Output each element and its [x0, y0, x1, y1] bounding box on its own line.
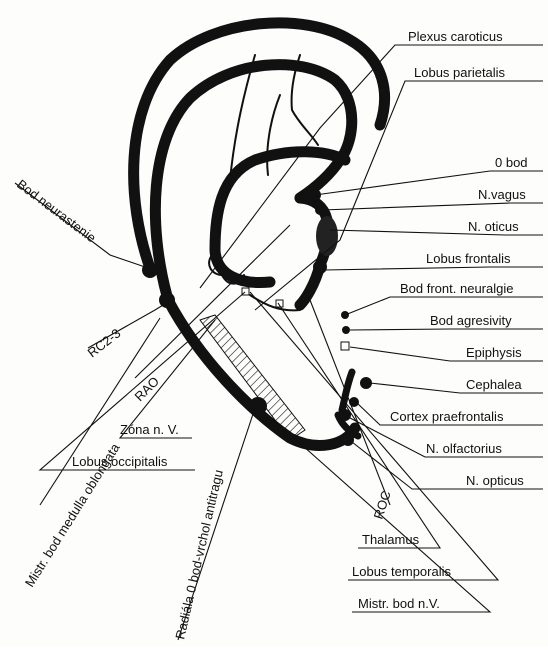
point-agresivity	[342, 326, 350, 334]
point-epiphysis	[341, 342, 349, 350]
label-n-oticus: N. oticus	[468, 219, 519, 234]
label-lobus-temporalis: Lobus temporalis	[352, 564, 451, 579]
label-n-opticus: N. opticus	[466, 473, 524, 488]
label-plexus-caroticus: Plexus caroticus	[408, 29, 503, 44]
label-mistr-bod-nv: Mistr. bod n.V.	[358, 596, 440, 611]
label-bod-front-neuralgie: Bod front. neuralgie	[400, 281, 513, 296]
label-lobus-parietalis: Lobus parietalis	[414, 65, 506, 80]
label-lobus-occipitalis: Lobus occipitalis	[72, 454, 168, 469]
label-0-bod: 0 bod	[495, 155, 528, 170]
point-cortex	[349, 397, 359, 407]
label-lobus-frontalis: Lobus frontalis	[426, 251, 511, 266]
label-rao: RAO	[132, 374, 163, 405]
label-bod-neurastenie: Bod neurastenie	[14, 176, 99, 245]
label-radiala: Radiála 0 bod-vrchol antitragu	[172, 468, 226, 640]
point-neurastenie	[142, 262, 158, 278]
label-thalamus: Thalamus	[362, 532, 420, 547]
label-cortex-praefrontalis: Cortex praefrontalis	[390, 409, 504, 424]
point-opticus	[342, 434, 354, 446]
label-n-vagus: N.vagus	[478, 187, 526, 202]
label-n-olfactorius: N. olfactorius	[426, 441, 502, 456]
label-cephalea: Cephalea	[466, 377, 522, 392]
label-zona-nv: Zóna n. V.	[120, 422, 179, 437]
label-rc23: RC2-3	[85, 325, 124, 360]
label-epiphysis: Epiphysis	[466, 345, 522, 360]
label-bod-agresivity: Bod agresivity	[430, 313, 512, 328]
point-frontalis	[313, 260, 327, 274]
